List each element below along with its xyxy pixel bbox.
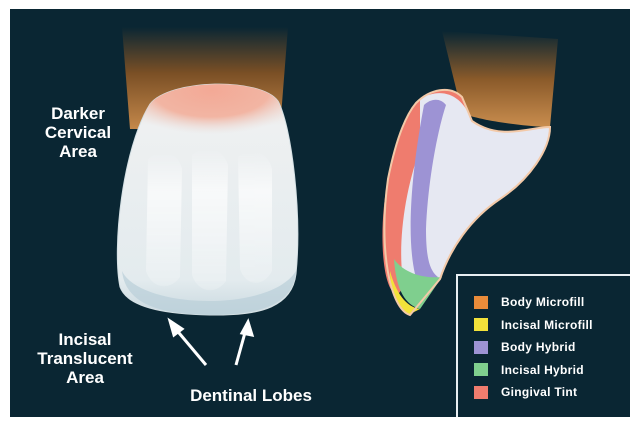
legend-item-gingival-tint: Gingival Tint (474, 381, 593, 404)
legend-label: Incisal Hybrid (501, 363, 584, 377)
label-dentinal-lobes: Dentinal Lobes (156, 386, 346, 405)
legend-item-incisal-hybrid: Incisal Hybrid (474, 359, 593, 382)
legend-item-incisal-microfill: Incisal Microfill (474, 314, 593, 337)
legend-swatch (474, 363, 488, 376)
legend-label: Body Hybrid (501, 340, 576, 354)
legend-swatch (474, 318, 488, 331)
label-incisal-translucent-area: Incisal Translucent Area (20, 330, 150, 387)
arrow-lobes (236, 322, 252, 365)
diagram-panel: Darker Cervical Area Incisal Translucent… (10, 9, 630, 417)
legend-item-body-microfill: Body Microfill (474, 291, 593, 314)
legend-label: Body Microfill (501, 295, 585, 309)
arrow-incisal (170, 321, 206, 365)
legend-item-body-hybrid: Body Hybrid (474, 336, 593, 359)
legend-label: Gingival Tint (501, 385, 577, 399)
label-darker-cervical-area: Darker Cervical Area (28, 104, 128, 161)
legend-list: Body Microfill Incisal Microfill Body Hy… (474, 291, 593, 404)
dentinal-lobes (146, 149, 272, 290)
legend-swatch (474, 386, 488, 399)
material-legend: Body Microfill Incisal Microfill Body Hy… (456, 274, 630, 417)
legend-swatch (474, 341, 488, 354)
legend-label: Incisal Microfill (501, 318, 593, 332)
legend-swatch (474, 296, 488, 309)
